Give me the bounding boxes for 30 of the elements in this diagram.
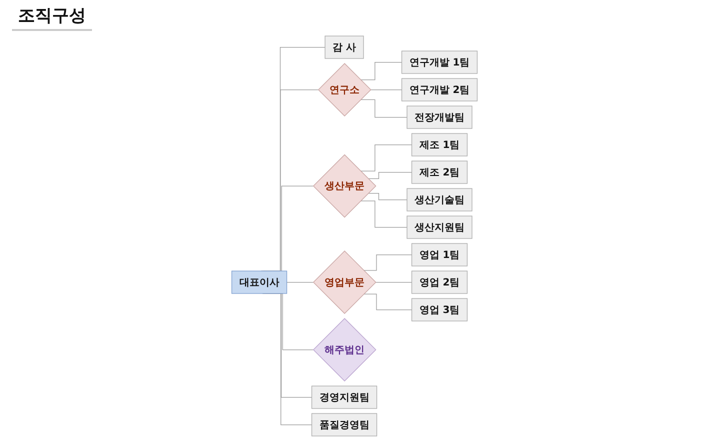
- node-box: 전장개발팀: [406, 106, 472, 129]
- node-box: 제조 2팀: [411, 160, 468, 184]
- connector: [368, 172, 412, 179]
- connector: [360, 144, 412, 172]
- connector: [360, 200, 408, 228]
- node-diamond: 생산부문: [312, 154, 376, 218]
- connector: [363, 294, 412, 310]
- node-box: 영업 2팀: [411, 270, 468, 294]
- node-diamond: 연구소: [318, 63, 372, 116]
- node-box: 영업 1팀: [411, 243, 468, 266]
- node-box: 연구개발 2팀: [401, 78, 478, 102]
- connector: [368, 193, 408, 200]
- connector: [375, 282, 412, 283]
- node-box: 생산지원팀: [406, 216, 472, 239]
- node-box: 품질경영팀: [311, 413, 378, 436]
- page-title: 조직구성: [12, 4, 92, 31]
- node-box: 영업 3팀: [411, 298, 468, 322]
- connector: [360, 62, 402, 80]
- node-box: 연구개발 1팀: [401, 50, 478, 74]
- connector: [370, 89, 402, 90]
- node-box: 생산기술팀: [406, 188, 472, 212]
- node-diamond: 해주법인: [312, 318, 376, 382]
- node-box: 대표이사: [231, 270, 288, 294]
- node-box: 제조 1팀: [411, 133, 468, 156]
- connector: [360, 99, 408, 118]
- connector: [286, 282, 314, 283]
- connector: [363, 254, 412, 271]
- node-box: 경영지원팀: [311, 386, 378, 409]
- node-box: 감 사: [324, 36, 364, 59]
- node-diamond: 영업부문: [312, 250, 376, 314]
